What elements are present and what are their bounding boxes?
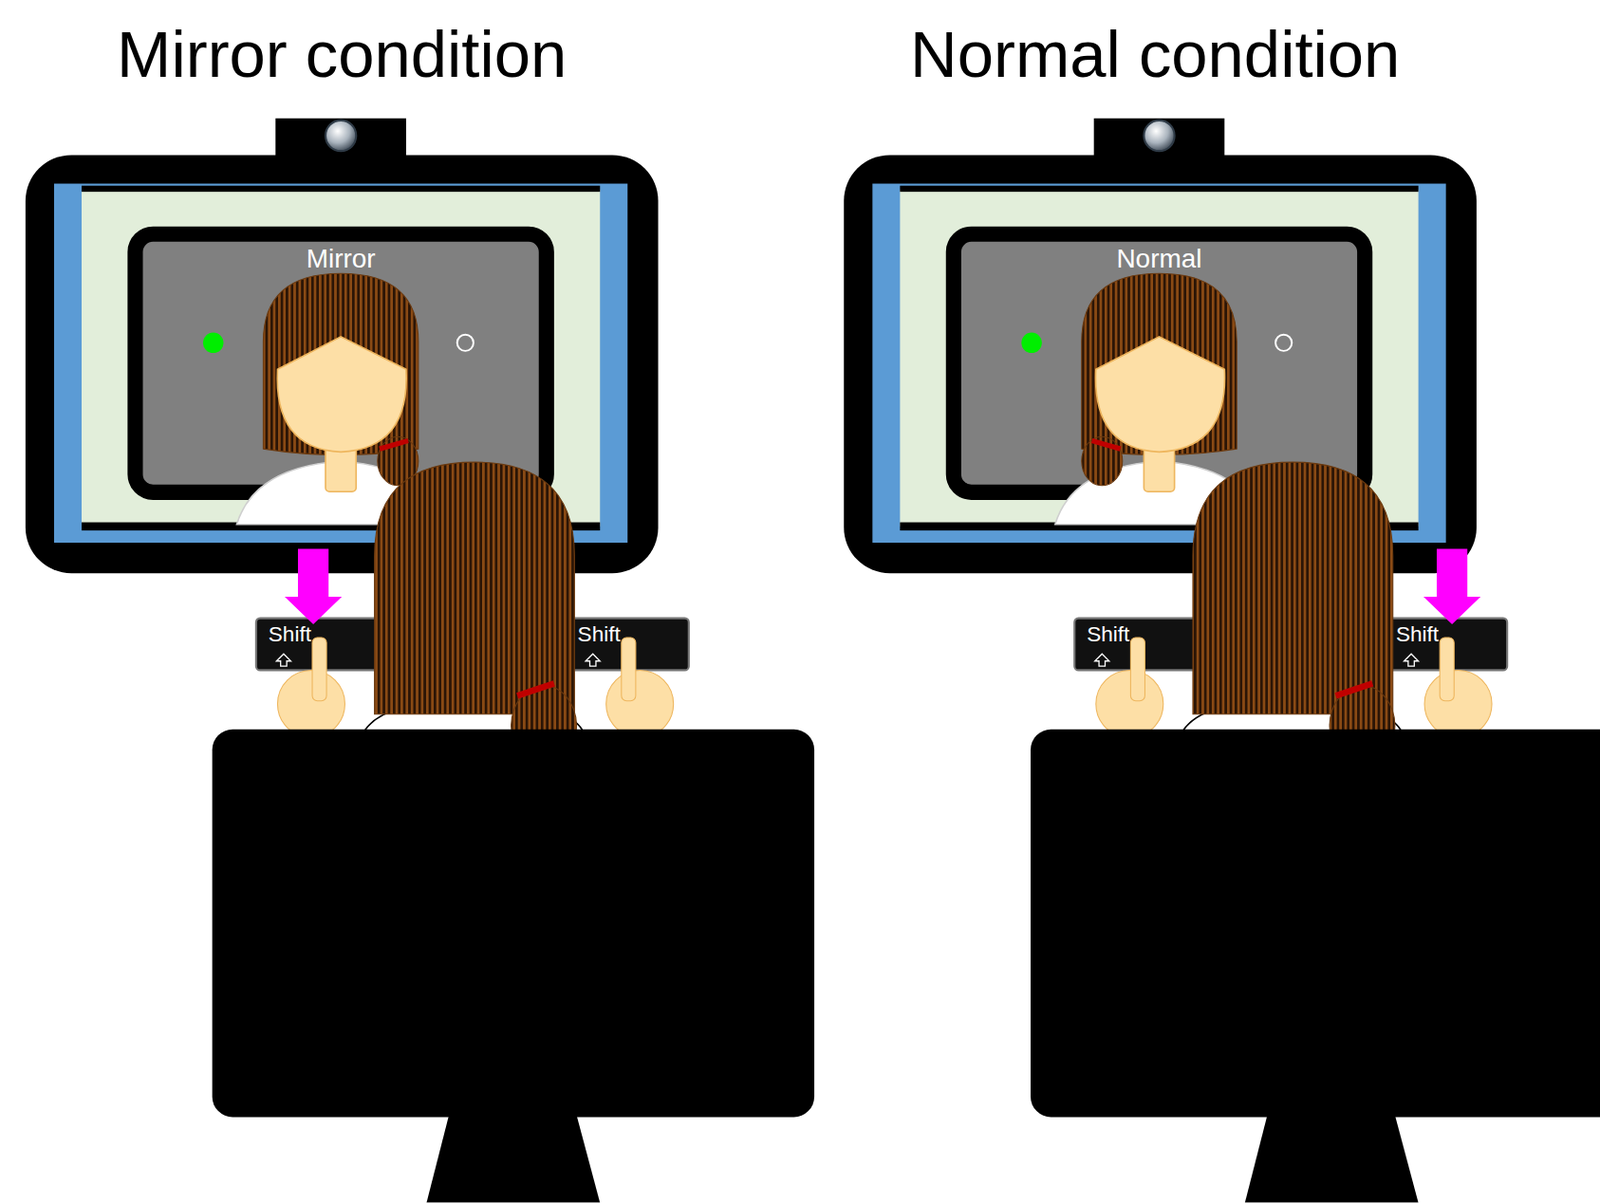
ponytail bbox=[511, 686, 577, 768]
window-bar bbox=[81, 522, 600, 532]
hair bbox=[262, 273, 418, 455]
hand bbox=[606, 637, 674, 738]
finger bbox=[312, 637, 327, 702]
window-bar bbox=[899, 522, 1418, 532]
window-bar bbox=[81, 186, 600, 192]
hair bbox=[374, 462, 576, 715]
hair-tie bbox=[1092, 441, 1121, 450]
shift-symbol bbox=[276, 653, 291, 667]
palm bbox=[606, 669, 674, 738]
hair-tie bbox=[517, 683, 555, 696]
shift-key: Shift bbox=[255, 617, 381, 672]
ponytail bbox=[377, 436, 419, 486]
condition-title: Normal condition bbox=[910, 18, 1400, 90]
palm bbox=[1096, 669, 1164, 738]
camera-body bbox=[275, 118, 407, 162]
monitor-frame bbox=[25, 154, 659, 574]
camera-body bbox=[1094, 118, 1226, 162]
condition-title: Mirror condition bbox=[116, 18, 567, 90]
target-circle bbox=[457, 334, 474, 352]
camera-lens bbox=[325, 120, 356, 151]
shift-key: Shift bbox=[1382, 617, 1508, 672]
face bbox=[277, 336, 407, 453]
finger bbox=[1439, 637, 1454, 702]
monitor-screen bbox=[54, 184, 628, 543]
video-window bbox=[81, 189, 600, 527]
video-panel: Normal bbox=[946, 226, 1373, 501]
shift-key: Shift bbox=[1073, 617, 1199, 672]
camera-lens bbox=[1143, 120, 1174, 151]
finger bbox=[621, 637, 636, 702]
condition-label: Normal bbox=[961, 242, 1358, 274]
window-bar bbox=[899, 186, 1418, 192]
palm bbox=[277, 669, 345, 738]
press-arrow bbox=[284, 548, 342, 625]
shirt bbox=[1055, 461, 1262, 525]
condition-label: Mirror bbox=[143, 242, 540, 274]
key-label: Shift bbox=[577, 622, 621, 648]
neck bbox=[1143, 423, 1174, 492]
neck bbox=[450, 678, 498, 711]
hair bbox=[1192, 462, 1394, 715]
hand bbox=[1096, 637, 1164, 738]
target-dot bbox=[203, 333, 224, 354]
monitor-frame bbox=[843, 154, 1477, 574]
video-window bbox=[899, 189, 1418, 527]
participant bbox=[1178, 462, 1406, 768]
video-person bbox=[1055, 273, 1262, 525]
participant-monitor bbox=[212, 729, 815, 1118]
shirt bbox=[360, 702, 588, 741]
monitor-screen bbox=[872, 184, 1446, 543]
ponytail bbox=[1329, 686, 1396, 768]
neck bbox=[1269, 678, 1317, 711]
hair-tie bbox=[379, 441, 409, 450]
key-label: Shift bbox=[1086, 622, 1130, 648]
ponytail bbox=[1081, 436, 1123, 486]
key-label: Shift bbox=[1395, 622, 1439, 648]
shift-symbol bbox=[1095, 653, 1110, 667]
face bbox=[1096, 336, 1226, 453]
press-arrow bbox=[1423, 548, 1481, 625]
participant bbox=[360, 462, 588, 768]
key-label: Shift bbox=[268, 622, 312, 648]
neck bbox=[325, 423, 356, 492]
target-circle bbox=[1275, 334, 1292, 352]
video-panel: Mirror bbox=[127, 226, 554, 501]
palm bbox=[1424, 669, 1492, 738]
hair bbox=[1081, 273, 1237, 455]
hair-tie bbox=[1336, 683, 1374, 696]
shirt bbox=[1178, 702, 1406, 741]
video-person bbox=[236, 273, 443, 525]
participant-monitor bbox=[1030, 729, 1600, 1118]
finger bbox=[1130, 637, 1145, 702]
shift-symbol bbox=[585, 653, 600, 667]
shift-key: Shift bbox=[564, 617, 690, 672]
hand bbox=[277, 637, 345, 738]
target-dot bbox=[1021, 333, 1042, 354]
shift-symbol bbox=[1404, 653, 1419, 667]
shirt bbox=[236, 461, 443, 525]
monitor-stand bbox=[1245, 1115, 1419, 1203]
monitor-stand bbox=[426, 1115, 600, 1203]
hand bbox=[1424, 637, 1492, 738]
